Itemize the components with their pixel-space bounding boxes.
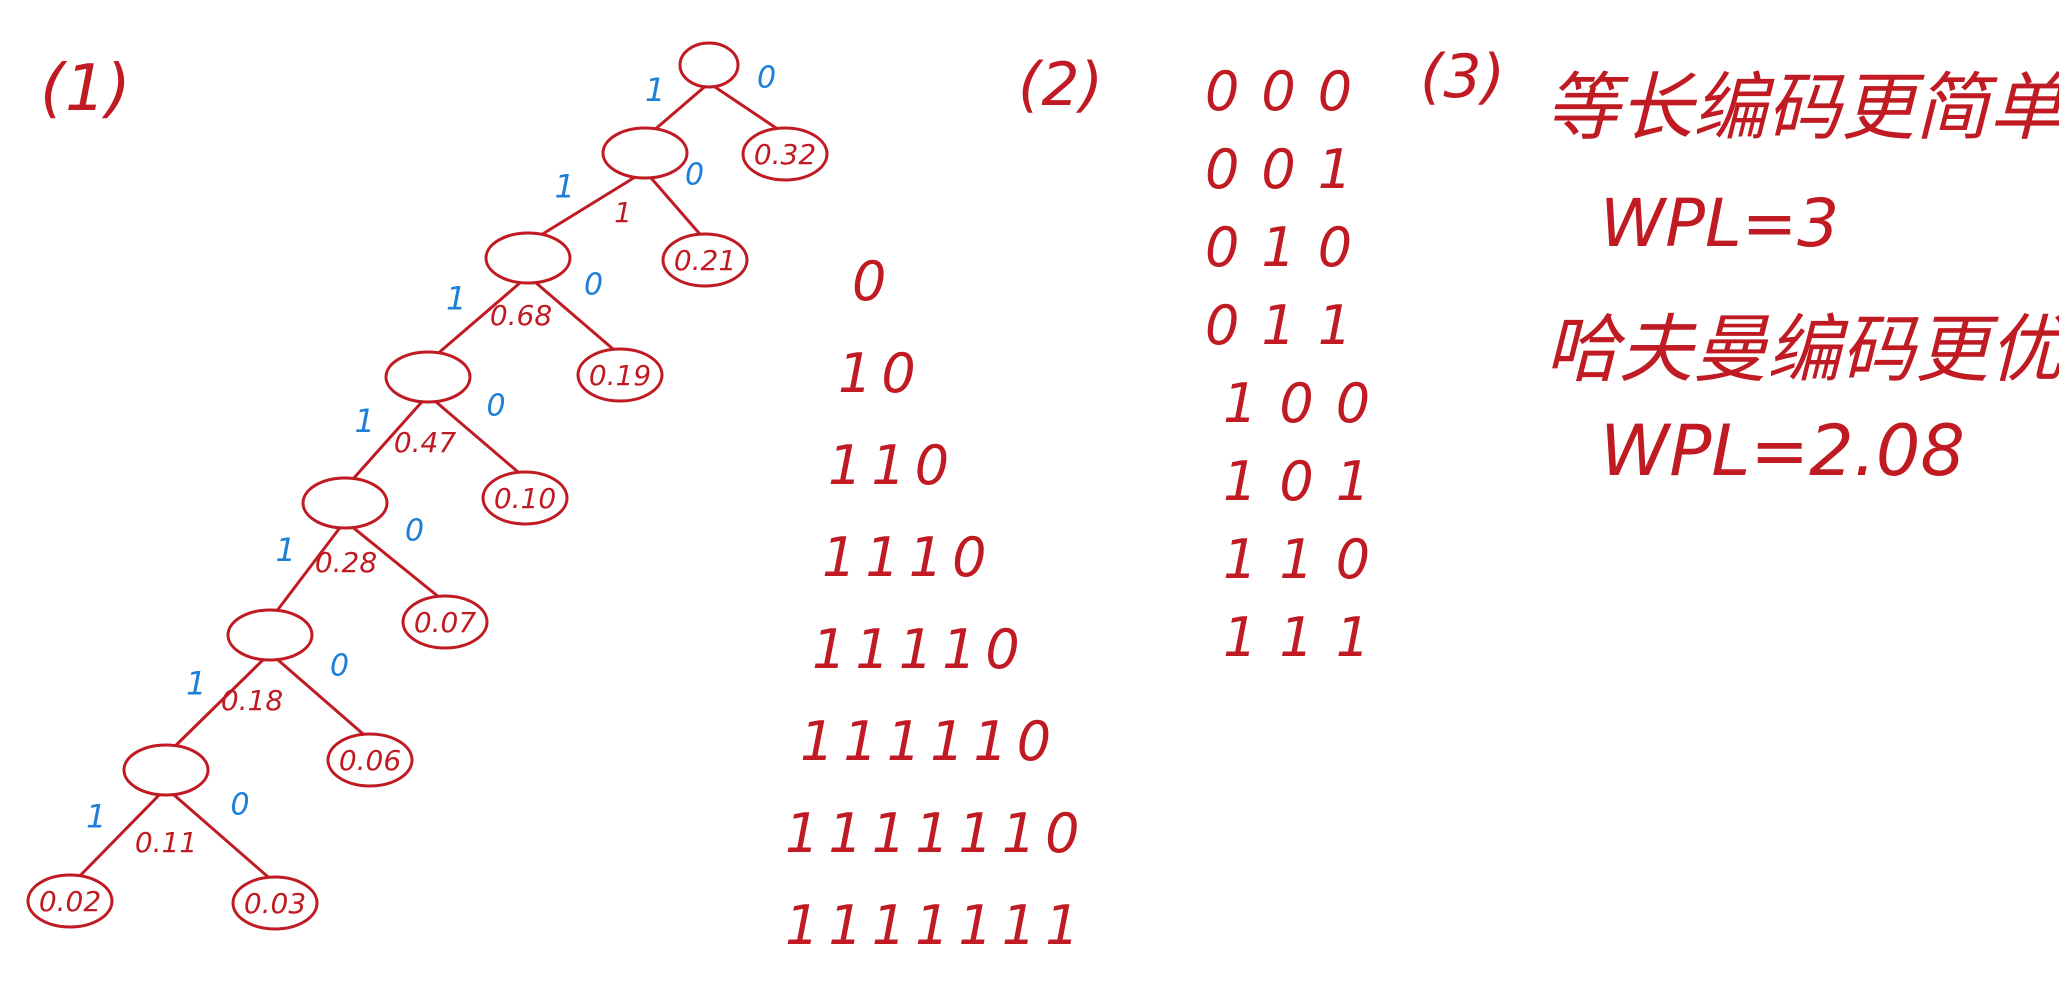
conclusion-huffman-better: 哈夫曼编码更优 [1545, 307, 2059, 393]
internal-node-weight: 1 [614, 196, 632, 229]
edge-label-0: 0 [330, 649, 349, 684]
tree-internal-node [678, 41, 740, 89]
tree-labels: 1 0 1 0 1 0 1 0 1 0 1 0 1 0 1 0.68 0.47 0.28 0.18 0.11 0.32 0… [39, 61, 816, 921]
huffman-code: 0 [852, 250, 896, 313]
fixed-length-code: 011 [1205, 294, 1375, 357]
huffman-code: 1111110 [785, 802, 1089, 865]
section-label-1: (1) [40, 52, 131, 126]
huffman-code: 1110 [822, 526, 996, 589]
tree-leaf-node [661, 232, 749, 288]
fixed-length-code: 101 [1223, 450, 1393, 513]
tree-edge-left [68, 786, 168, 888]
tree-edge-left [526, 169, 647, 245]
internal-node-weight: 0.68 [490, 299, 552, 332]
tree-leaf-node [741, 126, 829, 182]
edge-label-1: 1 [276, 531, 296, 569]
tree-internal-node [384, 350, 472, 404]
huffman-code: 1111111 [785, 894, 1089, 957]
fixed-length-code: 010 [1205, 216, 1375, 279]
huffman-code: 11110 [812, 618, 1029, 681]
edge-label-0: 0 [231, 788, 250, 823]
tree-edge-right [164, 786, 277, 885]
tree-edge-left [426, 274, 530, 364]
edge-label-1: 1 [355, 402, 375, 440]
leaf-node-weight: 0.32 [754, 138, 816, 171]
edge-label-0: 0 [685, 158, 704, 193]
tree-edge-right [707, 81, 787, 136]
tree-edges [68, 81, 787, 888]
fixed-length-code: 000 [1205, 60, 1375, 123]
tree-edge-right [268, 651, 372, 742]
huffman-code: 10 [838, 342, 925, 405]
edge-label-0: 0 [757, 61, 776, 96]
conclusion-wpl-fixed: WPL=3 [1600, 185, 1840, 262]
tree-internal-node [226, 608, 314, 662]
edge-label-1: 1 [446, 280, 466, 318]
tree-edge-right [526, 274, 622, 357]
edge-label-0: 0 [487, 389, 506, 424]
edge-label-1: 1 [645, 71, 665, 109]
huffman-code: 110 [828, 434, 959, 497]
edge-label-1: 1 [186, 665, 206, 703]
leaf-node-weight: 0.21 [674, 244, 736, 277]
huffman-code: 111110 [800, 710, 1061, 773]
tree-edge-left [164, 651, 272, 757]
tree-leaf-node [26, 873, 114, 929]
conclusion-fixed-simpler: 等长编码更简单 [1545, 65, 2059, 151]
edge-label-1: 1 [555, 168, 575, 206]
fixed-length-code: 110 [1223, 528, 1393, 591]
tree-internal-node [122, 743, 210, 797]
tree-edge-right [343, 519, 447, 604]
fixed-length-code: 111 [1223, 606, 1393, 669]
leaf-node-weight: 0.10 [494, 482, 556, 515]
tree-leaf-node [231, 875, 319, 931]
tree-leaf-node [401, 594, 489, 650]
tree-internal-node [601, 126, 689, 180]
internal-node-weight: 0.47 [394, 426, 457, 459]
leaf-node-weight: 0.02 [39, 885, 101, 918]
edge-label-0: 0 [405, 514, 424, 549]
leaf-node-weight: 0.06 [339, 744, 401, 777]
fixed-length-code: 001 [1205, 138, 1375, 201]
internal-node-weight: 0.28 [315, 546, 377, 579]
tree-leaf-node [326, 732, 414, 788]
fixed-length-code: 100 [1223, 372, 1393, 435]
section-label-3: (3) [1420, 42, 1505, 112]
tree-internal-node [484, 231, 572, 285]
tree-edge-right [643, 169, 707, 242]
edge-label-1: 1 [86, 798, 106, 836]
section-label-2: (2) [1018, 50, 1103, 120]
leaf-node-weight: 0.03 [244, 887, 306, 920]
internal-node-weight: 0.11 [135, 826, 197, 859]
leaf-node-weight: 0.07 [414, 606, 477, 639]
conclusion-wpl-huffman: WPL=2.08 [1600, 410, 1965, 492]
tree-nodes [26, 41, 829, 931]
tree-edge-right [426, 393, 527, 480]
internal-node-weight: 0.18 [221, 684, 283, 717]
tree-internal-node [301, 476, 389, 530]
tree-leaf-node [576, 347, 664, 403]
tree-leaf-node [481, 470, 569, 526]
tree-edge-left [268, 519, 347, 622]
tree-edge-left [343, 393, 430, 490]
leaf-node-weight: 0.19 [589, 359, 651, 392]
edge-label-0: 0 [584, 268, 603, 303]
